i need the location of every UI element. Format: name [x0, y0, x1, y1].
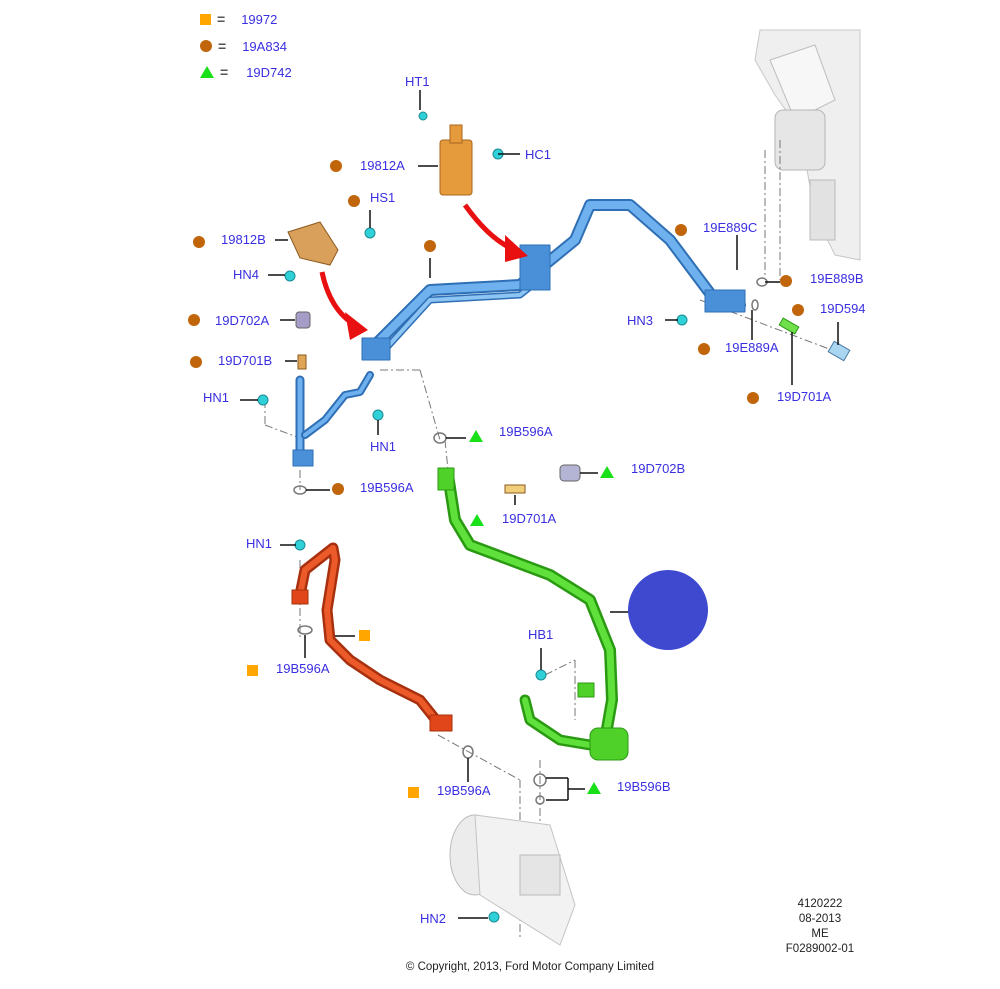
green-triangle-icon — [200, 66, 214, 78]
callout-19d701b: 19D701B — [218, 353, 273, 368]
orange-square-icon — [408, 787, 419, 798]
legend-row-19a834: = 19A834 — [200, 38, 287, 54]
heater-core — [754, 29, 861, 261]
blue-redaction-circle — [628, 570, 708, 650]
brown-circle-icon — [675, 224, 687, 236]
callout-19812a: 19812A — [360, 158, 405, 173]
callout-19b596a-bottom: 19B596A — [437, 783, 491, 798]
callout-19d594: 19D594 — [820, 301, 866, 316]
red-pipe — [291, 542, 453, 732]
orange-square-icon — [247, 665, 258, 676]
legend-code: 19972 — [241, 11, 278, 27]
legend-code: 19D742 — [246, 64, 292, 80]
brown-circle-icon — [190, 356, 202, 368]
leader-lines — [240, 90, 839, 919]
callout-19b596b: 19B596B — [617, 779, 671, 794]
callout-ht1: HT1 — [405, 74, 430, 89]
equals-sign: = — [217, 11, 226, 27]
brown-circle-icon — [200, 40, 212, 52]
fasteners — [257, 111, 688, 923]
green-triangle-icon — [470, 514, 484, 526]
meta-figure-id: F0289002-01 — [785, 943, 855, 955]
legend-code: 19A834 — [242, 38, 288, 54]
callout-19e889c: 19E889C — [703, 220, 758, 235]
figure-meta: 4120222 08-2013 ME F0289002-01 — [770, 897, 870, 957]
brown-circle-icon — [747, 392, 759, 404]
callout-19b596a-green-top: 19B596A — [499, 424, 553, 439]
blue-pipe-assembly — [292, 199, 746, 467]
copyright-text: © Copyright, 2013, Ford Motor Company Li… — [405, 961, 655, 973]
callout-hn1-red: HN1 — [246, 536, 273, 551]
meta-code: ME — [811, 928, 829, 940]
callout-19d702b: 19D702B — [631, 461, 686, 476]
callout-19d701a-right: 19D701A — [777, 389, 832, 404]
brown-circle-icon — [698, 343, 710, 355]
green-triangle-icon — [600, 466, 614, 478]
brackets — [287, 124, 851, 494]
callout-19e889a: 19E889A — [725, 340, 779, 355]
equals-sign: = — [218, 38, 227, 54]
legend-row-19d742: = 19D742 — [200, 64, 292, 80]
green-triangle-icon — [587, 782, 601, 794]
orange-square-icon — [200, 13, 211, 25]
brown-circle-icon — [348, 195, 360, 207]
brown-circle-icon — [792, 304, 804, 316]
callout-19812b: 19812B — [221, 232, 266, 247]
green-triangle-icon — [469, 430, 483, 442]
brown-circle-icon — [330, 160, 342, 172]
callout-19b596a-blue: 19B596A — [360, 480, 414, 495]
callout-hn1-mid: HN1 — [370, 439, 397, 454]
callout-hc1: HC1 — [525, 147, 552, 162]
meta-number: 4120222 — [797, 898, 843, 910]
callout-19e889b: 19E889B — [810, 271, 864, 286]
brown-circle-icon — [424, 240, 436, 252]
legend-row-19972: = 19972 — [200, 11, 277, 27]
callout-hn4: HN4 — [233, 267, 260, 282]
callout-19b596a-red: 19B596A — [276, 661, 330, 676]
meta-date: 08-2013 — [798, 913, 842, 925]
callout-hs1: HS1 — [370, 190, 396, 205]
callout-19d702a: 19D702A — [215, 313, 270, 328]
brown-circle-icon — [780, 275, 792, 287]
callout-hb1: HB1 — [528, 627, 554, 642]
green-pipe — [437, 467, 629, 761]
orange-square-icon — [359, 630, 370, 641]
equals-sign: = — [220, 64, 229, 80]
callout-hn1-left: HN1 — [203, 390, 230, 405]
ac-compressor — [449, 814, 576, 946]
brown-circle-icon — [332, 483, 344, 495]
callout-hn3: HN3 — [627, 313, 654, 328]
brown-circle-icon — [193, 236, 205, 248]
brown-circle-icon — [188, 314, 200, 326]
callout-19d701a-green: 19D701A — [502, 511, 557, 526]
callout-hn2: HN2 — [420, 911, 447, 926]
arrow-heads — [345, 235, 528, 340]
